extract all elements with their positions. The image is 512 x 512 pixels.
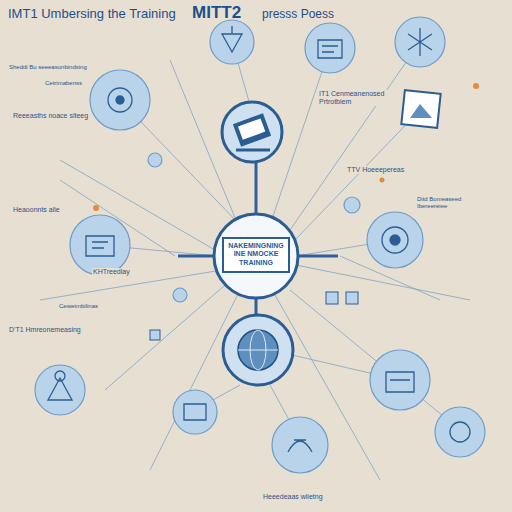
center-box: NAKEMINGNING INE NMOCKE TRAINING xyxy=(222,237,290,273)
note-label: Heeedeaas wiietng xyxy=(262,493,324,501)
accent-dot xyxy=(93,205,99,211)
topic-circle xyxy=(70,215,130,275)
brain-icon xyxy=(288,440,312,452)
thin-link xyxy=(296,265,470,300)
page-title: IMT1 Umbersing the Training xyxy=(8,7,176,21)
note-label: Cewetmbilinas xyxy=(58,303,99,310)
topic-circles xyxy=(35,17,485,473)
photo-icon xyxy=(410,104,432,118)
screen-icon xyxy=(238,118,265,139)
accent-dot xyxy=(473,83,479,89)
target-icon xyxy=(382,227,408,253)
topic-circle xyxy=(435,407,485,457)
node-text: NAKEMINGNING INE NMOCKE TRAINING xyxy=(227,242,285,267)
target-dot xyxy=(390,235,400,245)
topic-circle xyxy=(210,20,254,64)
hub-ring xyxy=(214,214,298,298)
desk-icon xyxy=(386,372,414,392)
note-label: Heaoonnts alie xyxy=(12,206,61,214)
title-part: MITT2 xyxy=(192,4,241,23)
thin-link xyxy=(40,270,222,300)
base-icon xyxy=(236,149,270,152)
globe-line xyxy=(238,350,278,351)
hub-circle xyxy=(222,102,282,162)
topic-circle xyxy=(395,17,445,67)
chart-icon xyxy=(318,40,342,58)
screen-icon xyxy=(184,404,206,420)
note-label: Reeeasths noace siteeg xyxy=(12,112,89,120)
topic-circle xyxy=(90,70,150,130)
note-label: Ditd Bomeaseed Ibereereiee xyxy=(416,196,488,210)
thin-links xyxy=(40,42,470,480)
top-hub xyxy=(222,102,282,162)
gear-hub xyxy=(116,96,124,104)
small-square xyxy=(150,330,160,340)
note-label: D'T1 Hmreonemeasing xyxy=(8,326,82,334)
topic-circle xyxy=(370,350,430,410)
topic-circle xyxy=(367,212,423,268)
accent-dots xyxy=(93,83,479,211)
small-circle xyxy=(173,288,187,302)
topic-circle xyxy=(272,417,328,473)
bottom-hub xyxy=(223,315,293,385)
note-label: KHTreedlay xyxy=(92,268,131,276)
machine-icon xyxy=(233,113,271,146)
board-icon xyxy=(86,236,114,256)
topic-icons xyxy=(48,26,470,452)
framed-icon xyxy=(401,90,440,128)
note-label: TTV Hoeeepereas xyxy=(346,166,405,174)
small-circle xyxy=(148,153,162,167)
small-circle xyxy=(344,197,360,213)
person-head xyxy=(55,371,65,381)
hub-circle xyxy=(223,315,293,385)
orbit-icon xyxy=(450,422,470,442)
title-part: presss Poess xyxy=(262,8,334,21)
thin-link xyxy=(290,42,420,230)
topic-circle xyxy=(173,390,217,434)
network-icon xyxy=(222,26,242,52)
small-square xyxy=(326,292,338,304)
topic-circle xyxy=(35,365,85,415)
network-icon xyxy=(408,28,432,56)
thin-link xyxy=(105,285,225,390)
note-label: IT1 Cenmeanenosed Prtrotbiem xyxy=(318,90,400,106)
note-label: Cetrimabenss xyxy=(44,80,83,87)
photo-frame xyxy=(401,90,440,128)
thin-link xyxy=(150,290,240,470)
gear-icon xyxy=(108,88,132,112)
small-square xyxy=(346,292,358,304)
main-axes xyxy=(178,160,338,315)
topic-circle xyxy=(305,23,355,73)
note-label: Sheddi Bu seeeasonbindsing xyxy=(8,64,88,71)
globe-icon xyxy=(238,330,278,370)
accent-dot xyxy=(380,178,385,183)
thin-link xyxy=(290,290,460,430)
small-squares xyxy=(150,292,358,340)
